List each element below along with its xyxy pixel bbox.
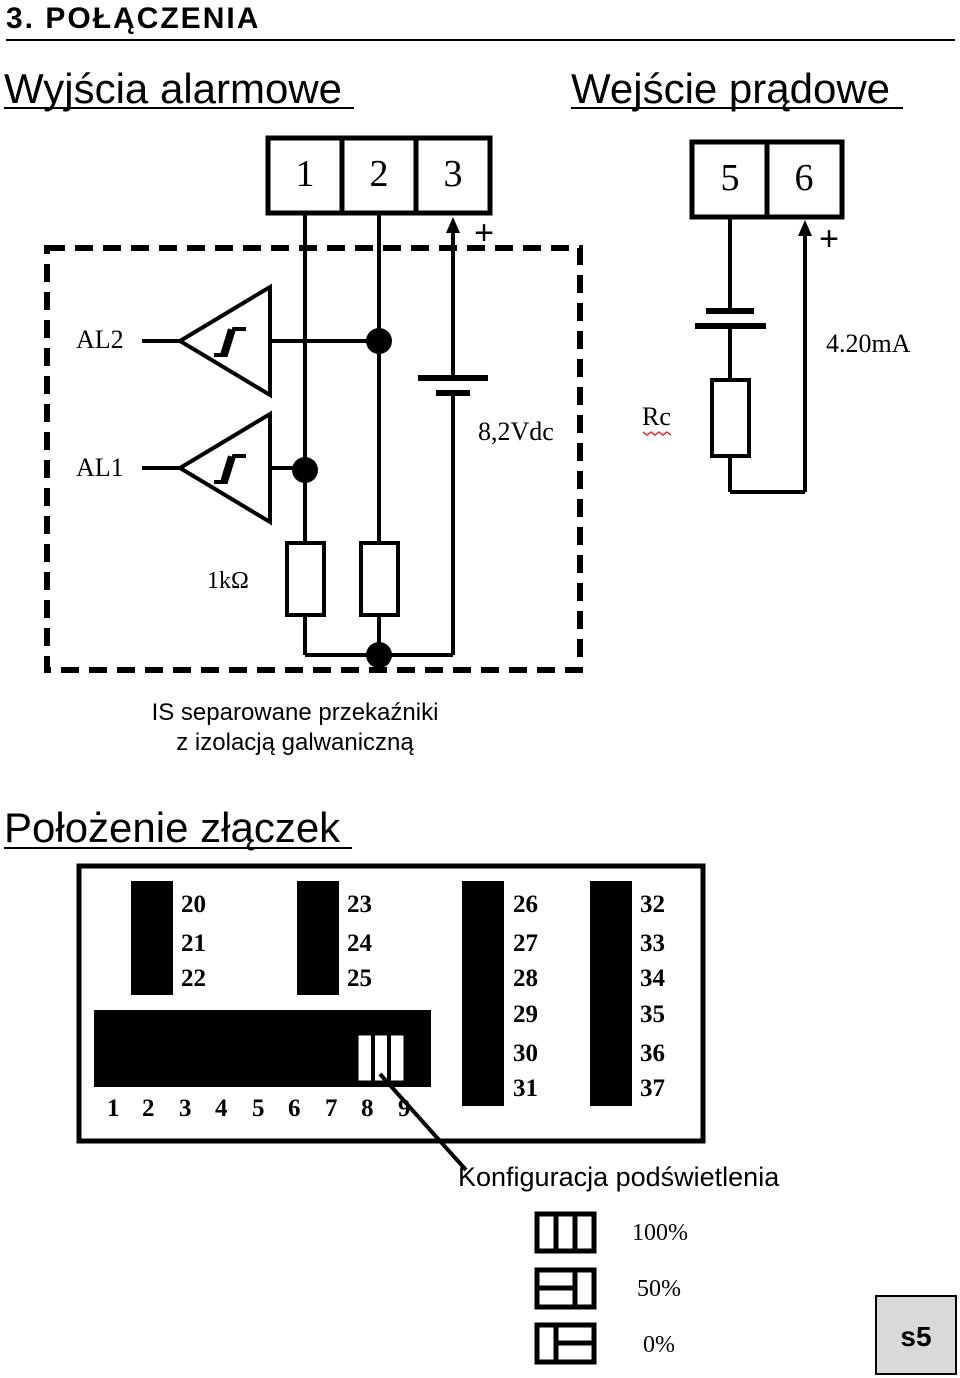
alarm-diagram: 1 2 3 + 8,2Vdc AL2 AL1 xyxy=(44,135,583,756)
resistor-1k xyxy=(359,541,400,617)
relay-al2-label: AL2 xyxy=(76,325,124,354)
backlight-legend: 100% 50% 0% xyxy=(534,1211,688,1365)
terminal-1: 1 xyxy=(296,153,315,195)
pin-label: 26 xyxy=(513,891,538,918)
connector-strip-26-31 xyxy=(462,881,504,1106)
pin-label: 8 xyxy=(361,1095,374,1122)
caption-line-2: z izolacją galwaniczną xyxy=(176,729,414,756)
terminal-2: 2 xyxy=(370,153,389,195)
pin-label: 23 xyxy=(347,891,372,918)
pin-label: 34 xyxy=(640,965,666,992)
page-badge xyxy=(875,1295,957,1375)
pin-label: 37 xyxy=(640,1075,665,1102)
arrow-up-icon xyxy=(446,217,460,233)
hysteresis-icon xyxy=(214,327,246,357)
jumper-100-icon xyxy=(534,1211,597,1254)
section-title: 3. POŁĄCZENIA xyxy=(6,2,260,35)
junction-dot xyxy=(292,457,318,483)
connector-strip-20-22 xyxy=(131,881,173,995)
arrow-up-icon xyxy=(798,220,812,236)
pin-label: 29 xyxy=(513,1001,538,1028)
junction-dot xyxy=(366,642,392,668)
spellcheck-squiggle xyxy=(642,431,672,436)
plus-sign-alarm: + xyxy=(474,214,494,252)
pin-label: 4 xyxy=(215,1095,228,1122)
resistor-1k xyxy=(285,541,326,617)
pin-label: 20 xyxy=(181,891,206,918)
backlight-title: Konfiguracja podświetlenia xyxy=(458,1162,780,1192)
pin-label: 32 xyxy=(640,891,665,918)
pin-label: 21 xyxy=(181,930,206,957)
connector-strip-23-25 xyxy=(297,881,339,995)
pin-label: 6 xyxy=(288,1095,301,1122)
backlight-option-50: 50% xyxy=(637,1276,681,1302)
pin-label: 1 xyxy=(107,1095,120,1122)
pin-label: 2 xyxy=(142,1095,155,1122)
resistor-rc-label: Rc xyxy=(642,402,671,431)
pin-label: 7 xyxy=(325,1095,338,1122)
backlight-option-0: 0% xyxy=(643,1332,675,1358)
heading-current-input: Wejście prądowe xyxy=(571,65,890,112)
page-badge-label: s5 xyxy=(900,1321,931,1352)
plus-sign-current: + xyxy=(819,220,839,258)
pointer-line xyxy=(378,1072,468,1172)
pin-label: 24 xyxy=(347,930,373,957)
pin-label: 27 xyxy=(513,930,538,957)
terminal-5: 5 xyxy=(721,157,740,199)
pin-label: 31 xyxy=(513,1075,538,1102)
isolation-boundary xyxy=(44,245,583,673)
pin-label: 36 xyxy=(640,1040,665,1067)
pin-label: 35 xyxy=(640,1001,665,1028)
relay-al1-label: AL1 xyxy=(76,453,124,482)
connector-strip-32-37 xyxy=(590,881,632,1106)
pin-label: 3 xyxy=(179,1095,192,1122)
connector-panel: 20 21 22 23 24 25 26 27 28 29 30 31 32 3… xyxy=(76,863,706,1144)
terminal-3: 3 xyxy=(444,153,463,195)
backlight-option-100: 100% xyxy=(632,1220,688,1246)
terminal-6: 6 xyxy=(795,157,814,199)
resistor-rc xyxy=(710,378,751,458)
pin-label: 30 xyxy=(513,1040,538,1067)
pin-label: 33 xyxy=(640,930,665,957)
pin-label: 22 xyxy=(181,965,206,992)
pin-label: 25 xyxy=(347,965,372,992)
heading-connector-layout: Położenie złączek xyxy=(4,804,341,851)
current-input-diagram: 5 6 + 4.20mA Rc xyxy=(642,139,911,494)
pin-label: 5 xyxy=(252,1095,265,1122)
signal-label: 4.20mA xyxy=(826,329,911,358)
resistor-label: 1kΩ xyxy=(207,568,249,594)
terminal-block-alarm xyxy=(265,135,493,216)
caption-line-1: IS separowane przekaźniki xyxy=(152,699,439,726)
junction-dot xyxy=(366,328,392,354)
pin-label: 28 xyxy=(513,965,538,992)
heading-alarm-outputs: Wyjścia alarmowe xyxy=(4,65,342,112)
supply-label: 8,2Vdc xyxy=(478,417,554,446)
hysteresis-icon xyxy=(214,454,246,484)
